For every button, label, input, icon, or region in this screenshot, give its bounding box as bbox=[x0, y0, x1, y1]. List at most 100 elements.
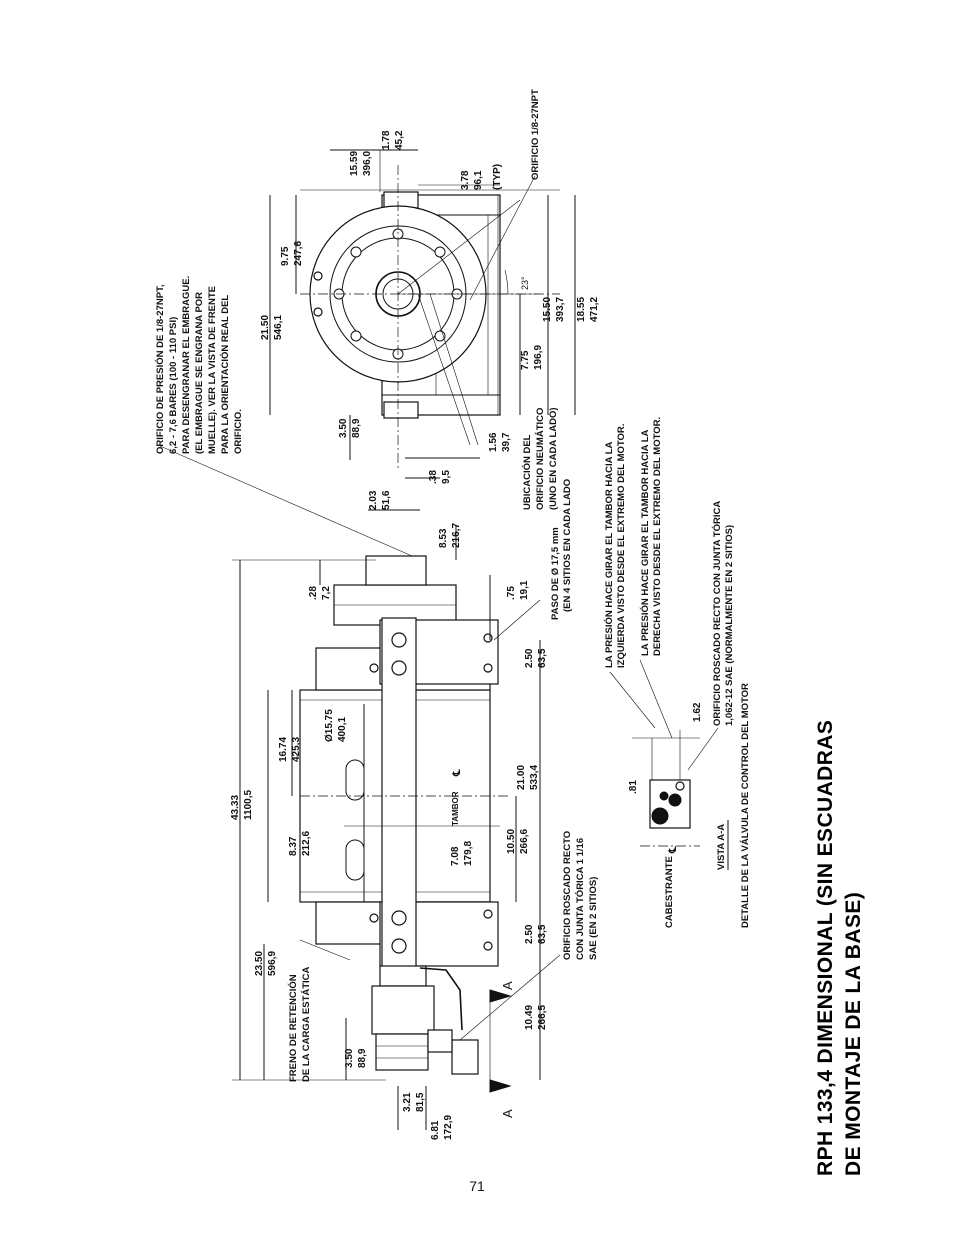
dim-d24-mm: 63,5 bbox=[537, 924, 548, 944]
dim-081: .81 bbox=[628, 780, 639, 794]
dim-d20-mm: 212,6 bbox=[301, 831, 312, 856]
dim-d1-mm: 396,0 bbox=[362, 151, 373, 176]
dim-d18-mm: 1100,5 bbox=[243, 790, 254, 820]
capstan-centerline-symbol: ℄ bbox=[668, 846, 679, 854]
note-pressure-port-4: (EL EMBRAGUE SE ENGRANA POR bbox=[194, 292, 205, 454]
notes-group: ORIFICIO DE PRESIÓN DE 1/8-27NPT, 6,2 - … bbox=[154, 89, 751, 1118]
dim-d26-mm: 266,5 bbox=[537, 1005, 548, 1030]
dim-d22-mm: 179,8 bbox=[463, 841, 474, 866]
dim-d25-in: 23.50 bbox=[254, 951, 265, 976]
note-pressure-left-1: LA PRESIÓN HACE GIRAR EL TAMBOR HACIA LA bbox=[603, 441, 615, 668]
dim-d28-mm: 81,5 bbox=[415, 1092, 426, 1112]
dim-d8-mm: 471,2 bbox=[589, 297, 600, 322]
dim-d3-in: 3.78 bbox=[460, 170, 471, 190]
dim-d14-mm: 7,2 bbox=[321, 586, 332, 600]
dimension-values: 15.59 396,0 1.78 45,2 3.78 96,1 9.75 247… bbox=[230, 130, 600, 1140]
dim-d12-in: 2.03 bbox=[368, 490, 379, 510]
dim-162: 1.62 bbox=[692, 702, 703, 722]
label-typ: (TYP) bbox=[492, 164, 503, 190]
drum-centerline-symbol: ℄ bbox=[452, 769, 463, 777]
note-bolt-pitch-1: PASO DE Ø 17,5 mm bbox=[550, 527, 561, 620]
note-air-port-2: ORIFICIO NEUMÁTICO bbox=[535, 408, 546, 510]
dim-d20-in: 8.37 bbox=[288, 836, 299, 856]
dim-d10-mm: 39,7 bbox=[501, 432, 512, 452]
note-pressure-port-5: MUELLE). VER LA VISTA DE FRENTE bbox=[207, 286, 218, 454]
dim-d7-in: 15.50 bbox=[542, 297, 553, 322]
dim-d13-in: 8.53 bbox=[438, 528, 449, 548]
label-angle: 23° bbox=[520, 276, 530, 290]
label-capstan: CABESTRANTE bbox=[664, 856, 675, 928]
side-view bbox=[232, 525, 541, 1130]
leader-lines bbox=[159, 175, 719, 1041]
note-brake-1: FRENO DE RETENCIÓN bbox=[287, 974, 299, 1082]
dim-d27-mm: 88,9 bbox=[357, 1048, 368, 1068]
dim-d6-mm: 88,9 bbox=[351, 418, 362, 438]
dim-d29-in: 6.81 bbox=[430, 1120, 441, 1140]
front-end-view bbox=[269, 149, 576, 511]
note-pressure-port-7: ORIFICIO. bbox=[233, 409, 244, 454]
section-a-top: A bbox=[500, 981, 515, 990]
dim-d11-mm: 9,5 bbox=[441, 470, 452, 484]
note-pressure-port-2: 6,2 - 7,6 BARES (100 - 110 PSI) bbox=[168, 317, 179, 454]
dim-d2-in: 1.78 bbox=[381, 130, 392, 150]
label-drum: TAMBOR bbox=[451, 791, 460, 826]
dim-d14-in: .28 bbox=[308, 586, 319, 600]
label-view-aa: VISTA A-A bbox=[716, 824, 727, 870]
dim-d26-in: 10.49 bbox=[524, 1005, 535, 1030]
dim-d23-mm: 266,6 bbox=[519, 829, 530, 854]
dim-d5-mm: 546,1 bbox=[273, 315, 284, 340]
dim-d16-mm: 63,5 bbox=[537, 648, 548, 668]
dim-d17-mm: 400,1 bbox=[337, 717, 348, 742]
dim-d27-in: 3.50 bbox=[344, 1048, 355, 1068]
dim-d1-in: 15.59 bbox=[349, 151, 360, 176]
dim-d15-mm: 19,1 bbox=[519, 580, 530, 600]
dim-d9-in: 7.75 bbox=[520, 350, 531, 370]
note-oring-1: ORIFICIO ROSCADO RECTO bbox=[562, 831, 573, 960]
dim-d23-in: 10.50 bbox=[506, 829, 517, 854]
dim-d4-in: 9.75 bbox=[280, 246, 291, 266]
dim-d15-in: .75 bbox=[506, 586, 517, 600]
note-pressure-port-6: PARA LA ORIENTACIÓN REAL DEL bbox=[219, 295, 231, 454]
dim-d22-in: 7.08 bbox=[450, 846, 461, 866]
dim-d25-mm: 596,9 bbox=[267, 951, 278, 976]
note-air-port-3: (UNO EN CADA LADO) bbox=[548, 407, 559, 510]
dim-d6-in: 3.50 bbox=[338, 418, 349, 438]
dim-d12-mm: 51,6 bbox=[381, 490, 392, 510]
note-pressure-left-2: IZQUIERDA VISTO DESDE EL EXTREMO DEL MOT… bbox=[616, 424, 627, 668]
dim-d3-mm: 96,1 bbox=[473, 170, 484, 190]
dim-d17-in: Ø15.75 bbox=[324, 709, 335, 742]
dim-d29-mm: 172,9 bbox=[443, 1115, 454, 1140]
note-pressure-port-3: PARA DESENGRANAR EL EMBRAGUE. bbox=[181, 276, 192, 454]
note-air-port-1: UBICACIÓN DEL bbox=[521, 434, 533, 510]
dim-d19-in: 16.74 bbox=[278, 737, 289, 762]
dim-d7-mm: 393,7 bbox=[555, 297, 566, 322]
dim-d9-mm: 196,9 bbox=[533, 345, 544, 370]
note-port-top: ORIFICIO 1/8-27NPT bbox=[530, 89, 541, 180]
title-block: RPH 133,4 DIMENSIONAL (SIN ESCUADRAS DE … bbox=[814, 720, 865, 1176]
dim-d8-in: 18.55 bbox=[576, 297, 587, 322]
dim-d21-mm: 533,4 bbox=[529, 765, 540, 790]
note-oring-3: SAE (EN 2 SITIOS) bbox=[588, 877, 599, 960]
dim-d13-mm: 216,7 bbox=[451, 523, 462, 548]
view-a-a-detail bbox=[632, 730, 729, 870]
dim-d11-in: .38 bbox=[428, 470, 439, 484]
note-brake-2: DE LA CARGA ESTÁTICA bbox=[301, 966, 312, 1082]
dim-d28-in: 3.21 bbox=[402, 1092, 413, 1112]
dim-d21-in: 21.00 bbox=[516, 765, 527, 790]
note-oring2-2: 1,062-12 SAE (NORMALMENTE EN 2 SITIOS) bbox=[724, 525, 735, 726]
dim-d4-mm: 247,6 bbox=[293, 241, 304, 266]
dim-d18-in: 43.33 bbox=[230, 795, 241, 820]
dim-d24-in: 2.50 bbox=[524, 924, 535, 944]
dim-d2-mm: 45,2 bbox=[394, 130, 405, 150]
section-a-bottom: A bbox=[500, 1109, 515, 1118]
note-oring-2: CON JUNTA TÓRICA 1 1/16 bbox=[574, 838, 586, 960]
note-pressure-port-1: ORIFICIO DE PRESIÓN DE 1/8-27NPT, bbox=[154, 285, 166, 454]
label-valve-detail: DETALLE DE LA VÁLVULA DE CONTROL DEL MOT… bbox=[740, 683, 751, 928]
page-number: 71 bbox=[469, 1178, 485, 1194]
title-line-2: DE MONTAJE DE LA BASE) bbox=[842, 892, 865, 1176]
note-pressure-right-2: DERECHA VISTO DESDE EL EXTREMO DEL MOTOR… bbox=[652, 417, 663, 656]
dim-d5-in: 21.50 bbox=[260, 315, 271, 340]
dim-d19-mm: 425,3 bbox=[291, 737, 302, 762]
